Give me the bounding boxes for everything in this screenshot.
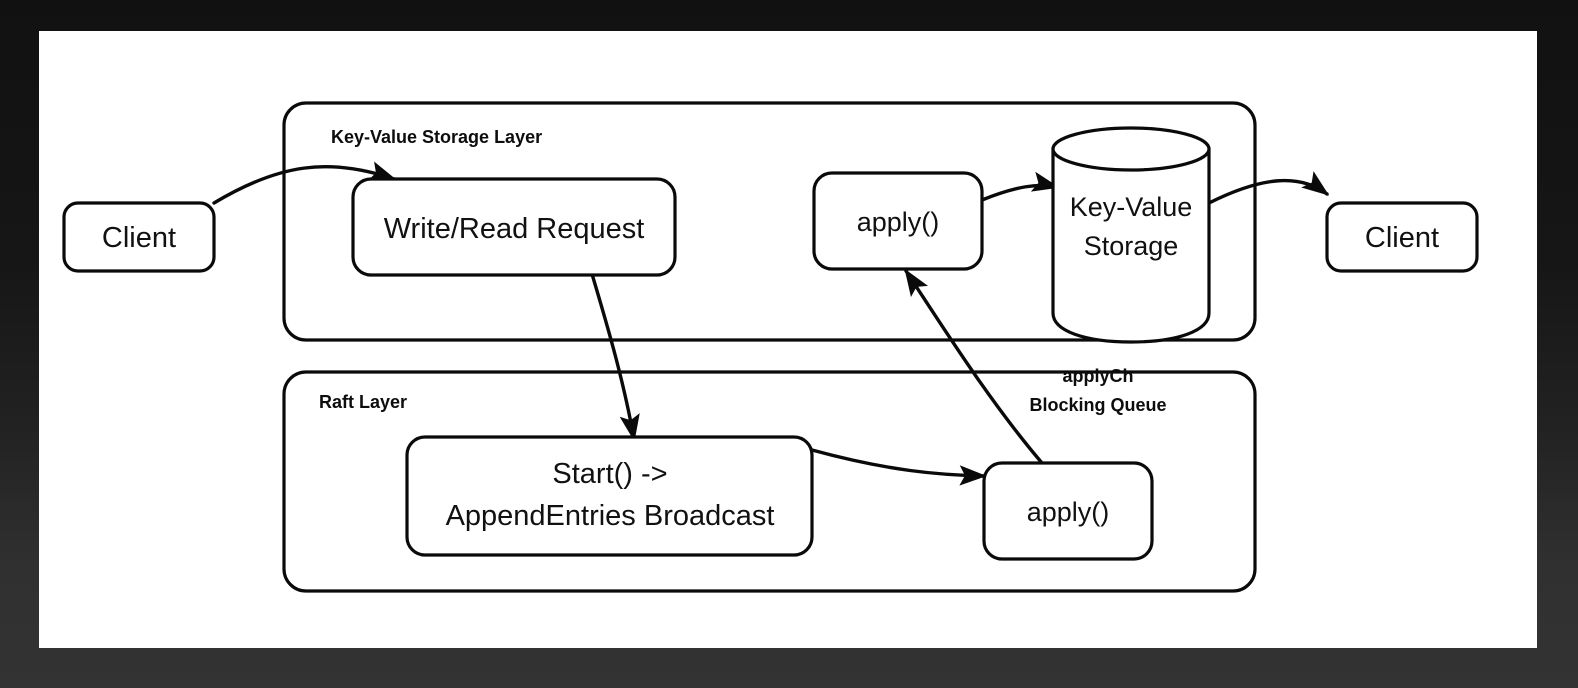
layer-kv-storage: Key-Value Storage Layer [282,101,1257,342]
layer-raft: Raft Layer [282,370,1257,593]
diagram-canvas: Key-Value Storage Layer Raft Layer apply… [39,31,1537,648]
client-out-box[interactable] [1325,201,1479,273]
kv-storage-cylinder-body[interactable] [1051,147,1211,344]
node-client-out[interactable]: Client [1325,201,1479,273]
kv-apply-label: apply() [857,207,940,237]
raft-layer-title: Raft Layer [319,392,407,412]
node-client-in[interactable]: Client [62,201,216,273]
node-kv-storage[interactable]: Key-Value Storage [1051,126,1211,344]
kv-layer-boundary [282,101,1257,342]
edge-kv-apply-to-storage [980,171,1060,202]
edge-label-applych-line2: Blocking Queue [1029,395,1166,415]
client-in-box[interactable] [62,201,216,273]
kv-storage-label-line2: Storage [1084,231,1179,261]
start-append-box[interactable] [405,435,814,557]
raft-apply-box[interactable] [982,461,1154,561]
edge-start-to-raft-apply [810,448,987,486]
node-write-read-request[interactable]: Write/Read Request [351,177,677,277]
edge-storage-to-client [1207,171,1330,205]
kv-layer-title: Key-Value Storage Layer [331,127,542,147]
write-read-request-label: Write/Read Request [384,213,645,245]
architecture-diagram: Key-Value Storage Layer Raft Layer apply… [62,101,1479,593]
raft-apply-label: apply() [1027,497,1110,527]
edge-raft-apply-to-kv-apply [904,268,1044,465]
edge-request-to-start [590,272,640,442]
kv-storage-cylinder-top [1051,126,1211,172]
edge-client-to-request [212,161,397,205]
client-in-label: Client [102,222,176,254]
node-kv-apply[interactable]: apply() [812,171,984,271]
start-append-label-line2: AppendEntries Broadcast [446,500,775,532]
kv-apply-box[interactable] [812,171,984,271]
node-raft-apply[interactable]: apply() [982,461,1154,561]
kv-storage-label-line1: Key-Value [1070,192,1193,222]
client-out-label: Client [1365,222,1439,254]
raft-layer-boundary [282,370,1257,593]
start-append-label-line1: Start() -> [552,458,667,490]
edge-label-applych-line1: applyCh [1062,366,1133,386]
write-read-request-box[interactable] [351,177,677,277]
node-start-append[interactable]: Start() -> AppendEntries Broadcast [405,435,814,557]
